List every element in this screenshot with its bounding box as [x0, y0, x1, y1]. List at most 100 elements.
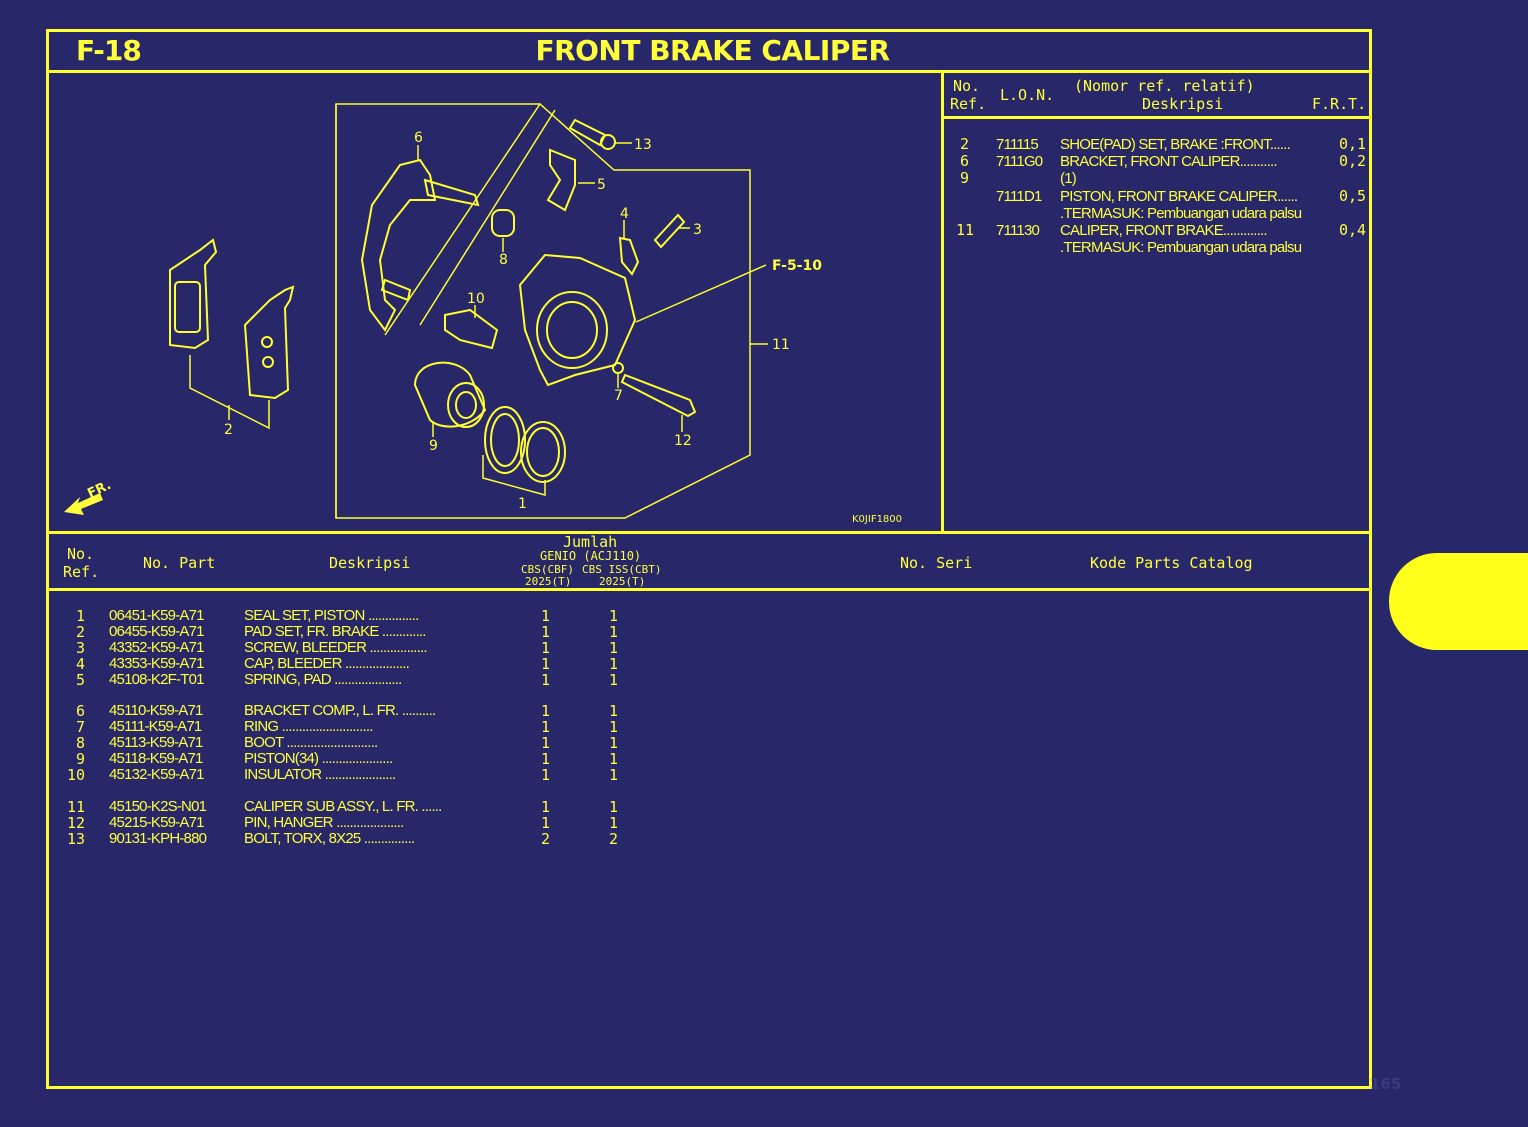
callout-12: 12 [674, 433, 692, 449]
parts-cell-desc: RING ........................... [244, 718, 373, 735]
parts-cell-part-no: 06451-K59-A71 [109, 607, 204, 624]
parts-cell-desc: CALIPER SUB ASSY., L. FR. ...... [244, 798, 442, 815]
exploded-diagram: 1 2 3 4 5 6 7 8 9 10 11 12 13 F-5-10 K0J… [64, 103, 902, 525]
ref-cell-frt: 0,5 [1339, 187, 1367, 205]
insulator [444, 308, 499, 350]
dust-seal [520, 421, 566, 483]
parts-cell-qty-cbs-iss: 1 [609, 814, 619, 832]
parts-cell-qty-cbs-iss: 1 [609, 702, 619, 720]
parts-header-kode: Kode Parts Catalog [1090, 554, 1253, 572]
parts-cell-ref: 7 [76, 718, 86, 736]
parts-cell-ref: 1 [76, 607, 86, 625]
parts-cell-qty-cbs: 1 [541, 702, 551, 720]
parts-cell-desc: SCREW, BLEEDER ................. [244, 639, 428, 656]
parts-cell-qty-cbs: 1 [541, 639, 551, 657]
callout-13: 13 [634, 137, 652, 153]
parts-table-row: 7 45111-K59-A71 RING .....................… [0, 718, 700, 736]
parts-cell-qty-cbs-iss: 1 [609, 798, 619, 816]
drawing-code: K0JIF1800 [852, 514, 902, 525]
parts-cell-desc: PIN, HANGER .................... [244, 814, 404, 831]
parts-cell-desc: BOLT, TORX, 8X25 ............... [244, 830, 415, 847]
callout-8: 8 [499, 252, 508, 268]
parts-cell-part-no: 45110-K59-A71 [109, 702, 203, 719]
parts-header-deskripsi: Deskripsi [329, 554, 411, 572]
callout-7: 7 [614, 388, 623, 404]
page-frame [46, 29, 1372, 1089]
parts-cell-qty-cbs-iss: 2 [609, 830, 619, 848]
parts-header-col1: CBS(CBF) [521, 563, 574, 576]
parts-cell-desc: SEAL SET, PISTON ............... [244, 607, 419, 624]
callout-4: 4 [620, 206, 629, 222]
section-code: F-18 [76, 34, 142, 67]
ref-cell-frt: 0,1 [1339, 135, 1367, 153]
parts-cell-part-no: 06455-K59-A71 [109, 623, 204, 640]
ref-cell-desc: PISTON, FRONT BRAKE CALIPER...... [1060, 188, 1298, 205]
parts-cell-part-no: 45150-K2S-N01 [109, 798, 207, 815]
parts-cell-qty-cbs: 1 [541, 623, 551, 641]
ref-cell-desc: .TERMASUK: Pembuangan udara palsu [1060, 205, 1302, 222]
parts-cell-part-no: 43353-K59-A71 [109, 655, 204, 672]
parts-cell-desc: CAP, BLEEDER ................... [244, 655, 410, 672]
ref-header-deskripsi: Deskripsi [1142, 95, 1224, 113]
parts-cell-qty-cbs: 1 [541, 734, 551, 752]
parts-cell-desc: BOOT ........................... [244, 734, 378, 751]
parts-cell-desc: BRACKET COMP., L. FR. .......... [244, 702, 436, 719]
parts-header-no-seri: No. Seri [900, 554, 973, 572]
parts-cell-qty-cbs-iss: 1 [609, 623, 619, 641]
ref-table-header-rule [941, 116, 1372, 119]
parts-cell-qty-cbs-iss: 1 [609, 655, 619, 673]
ref-cell-lon: 711130 [996, 222, 1040, 239]
parts-cell-qty-cbs: 1 [541, 798, 551, 816]
parts-cell-qty-cbs: 1 [541, 814, 551, 832]
page-title: FRONT BRAKE CALIPER [535, 34, 890, 67]
ref-cell-lon: 7111D1 [996, 188, 1042, 205]
chapter-tab[interactable] [1389, 553, 1528, 650]
parts-cell-part-no: 45111-K59-A71 [109, 718, 202, 735]
callout-11: 11 [772, 337, 790, 353]
ref-cell-lon: 711115 [996, 136, 1039, 153]
parts-cell-ref: 9 [76, 750, 86, 768]
parts-cell-part-no: 45215-K59-A71 [109, 814, 204, 831]
header-rule [46, 70, 1372, 73]
bleeder-screw [653, 213, 686, 249]
ref-cell-desc: CALIPER, FRONT BRAKE............. [1060, 222, 1268, 239]
bleeder-cap [618, 236, 640, 276]
parts-cell-qty-cbs: 1 [541, 607, 551, 625]
ref-cell-desc: .TERMASUK: Pembuangan udara palsu [1060, 239, 1302, 256]
ref-header-no: No. [953, 77, 981, 95]
parts-table-row: 8 45113-K59-A71 BOOT .....................… [0, 734, 700, 752]
parts-cell-desc: INSULATOR ..................... [244, 766, 396, 783]
parts-header-col2: CBS ISS(CBT) [582, 563, 662, 576]
parts-cell-qty-cbs-iss: 1 [609, 718, 619, 736]
parts-cell-ref: 8 [76, 734, 86, 752]
ring [612, 362, 624, 374]
hanger-pin [620, 373, 697, 418]
parts-cell-qty-cbs: 2 [541, 830, 551, 848]
parts-header-rule [46, 588, 1372, 591]
ref-header-ref: Ref. [950, 95, 987, 113]
parts-cell-desc: PAD SET, FR. BRAKE ............. [244, 623, 426, 640]
callout-2: 2 [224, 422, 233, 438]
parts-cell-part-no: 45118-K59-A71 [109, 750, 203, 767]
torx-bolt [568, 118, 616, 150]
callout-3: 3 [693, 222, 702, 238]
parts-cell-part-no: 45113-K59-A71 [109, 734, 203, 751]
ref-cell-ref: 11 [956, 221, 975, 239]
ref-cell-desc: BRACKET, FRONT CALIPER........... [1060, 153, 1278, 170]
parts-cell-ref: 12 [67, 814, 86, 832]
ref-cell-ref: 6 [960, 152, 970, 170]
parts-cell-qty-cbs-iss: 1 [609, 639, 619, 657]
parts-cell-ref: 11 [67, 798, 86, 816]
pad-spring [546, 148, 576, 212]
caliper-body [518, 253, 637, 387]
ref-header-lon: L.O.N. [1000, 86, 1055, 104]
parts-cell-qty-cbs: 1 [541, 750, 551, 768]
